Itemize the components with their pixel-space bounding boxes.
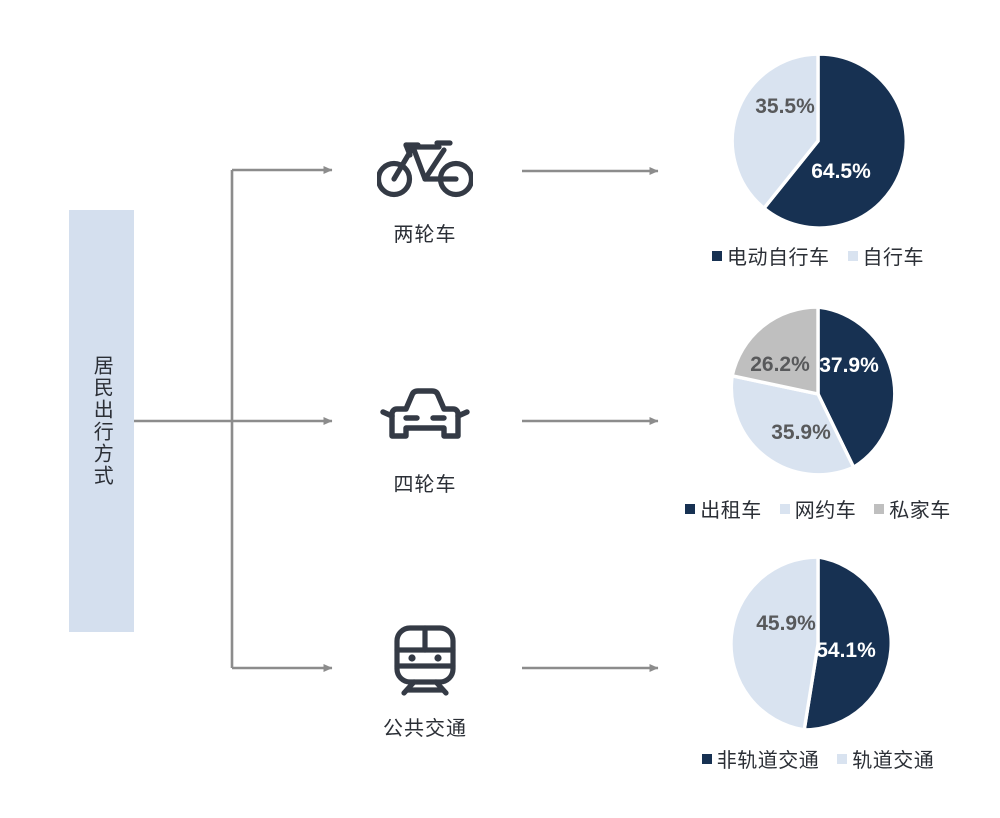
legend-swatch-icon-1-0 — [712, 250, 722, 261]
train-icon — [350, 620, 500, 700]
pie-svg-2: 37.9% 35.9% 26.2% — [729, 305, 897, 477]
pie-slice-2-1 — [729, 373, 856, 477]
legend-label-1-0: 电动自行车 — [727, 245, 830, 269]
legend-item-3-0[interactable]: 非轨道交通 — [701, 744, 820, 773]
legend-label-2-0: 出租车 — [700, 498, 762, 522]
pie-chart-two-wheel-share: 64.5% 35.5% 电动自行车 自行车 — [668, 50, 968, 270]
pie-value-label-3-1: 45.9% — [756, 612, 816, 635]
legend-item-2-0[interactable]: 出租车 — [685, 494, 762, 523]
legend-item-2-2[interactable]: 私家车 — [874, 494, 951, 523]
pie-slice-2-2 — [730, 305, 820, 397]
pie-slices-3 — [729, 555, 893, 732]
pie-chart-four-wheel-canvas: 37.9% 35.9% 26.2% — [668, 303, 968, 485]
pie-svg-3: 54.1% 45.9% — [729, 555, 893, 732]
pie-value-label-2-2: 26.2% — [750, 353, 810, 376]
pie-chart-four-wheel-share: 37.9% 35.9% 26.2% 出租车 网约车 私家车 — [668, 303, 968, 523]
car-icon — [350, 376, 500, 456]
pie-value-label-2-0: 37.9% — [819, 354, 879, 377]
pie-slice-3-1 — [729, 555, 820, 732]
source-bar-label: 居民出行方式 — [90, 355, 115, 487]
legend-item-3-1[interactable]: 轨道交通 — [837, 744, 934, 773]
legend-swatch-icon-1-1 — [847, 250, 858, 261]
legend-label-2-1: 网约车 — [794, 498, 857, 522]
pie-slice-1-1 — [730, 52, 820, 211]
mode-label-two-wheel: 两轮车 — [393, 222, 457, 246]
pie-value-label-1-0: 64.5% — [811, 160, 871, 183]
legend-swatch-icon-3-1 — [837, 753, 848, 764]
pie-slice-3-0 — [802, 555, 893, 732]
legend-swatch-icon-2-0 — [685, 503, 696, 514]
legend-item-1-1[interactable]: 自行车 — [847, 241, 925, 270]
mode-node-two-wheel: 两轮车 — [350, 126, 500, 247]
legend-swatch-icon-2-1 — [779, 503, 790, 514]
mode-node-transit: 公共交通 — [350, 620, 500, 741]
pie-legend-1: 电动自行车 自行车 — [668, 241, 968, 270]
legend-label-2-2: 私家车 — [889, 498, 951, 522]
pie-value-label-1-1: 35.5% — [755, 95, 815, 118]
bicycle-icon — [350, 126, 500, 206]
pie-chart-transit-canvas: 54.1% 45.9% — [668, 553, 968, 735]
source-bar: 居民出行方式 — [69, 210, 134, 632]
pie-value-label-3-0: 54.1% — [816, 639, 876, 662]
legend-item-1-0[interactable]: 电动自行车 — [712, 241, 830, 270]
pie-slices-1 — [730, 52, 908, 230]
pie-chart-transit-share: 54.1% 45.9% 非轨道交通 轨道交通 — [668, 553, 968, 773]
legend-label-3-0: 非轨道交通 — [716, 748, 820, 772]
pie-slice-1-0 — [761, 52, 908, 230]
pie-slices-2 — [729, 305, 897, 477]
pie-chart-two-wheel-canvas: 64.5% 35.5% — [668, 50, 968, 232]
mode-label-four-wheel: 四轮车 — [393, 472, 457, 496]
legend-label-3-1: 轨道交通 — [852, 748, 935, 772]
pie-legend-2: 出租车 网约车 私家车 — [668, 494, 968, 523]
mode-node-four-wheel: 四轮车 — [350, 376, 500, 497]
pie-svg-1: 64.5% 35.5% — [730, 52, 908, 230]
pie-value-label-2-1: 35.9% — [771, 421, 831, 444]
pie-slice-2-0 — [816, 305, 897, 470]
legend-item-2-1[interactable]: 网约车 — [779, 494, 857, 523]
legend-label-1-1: 自行车 — [862, 245, 924, 269]
legend-swatch-icon-3-0 — [701, 753, 712, 764]
pie-legend-3: 非轨道交通 轨道交通 — [668, 744, 968, 773]
mode-label-transit: 公共交通 — [383, 716, 467, 740]
legend-swatch-icon-2-2 — [874, 503, 885, 514]
